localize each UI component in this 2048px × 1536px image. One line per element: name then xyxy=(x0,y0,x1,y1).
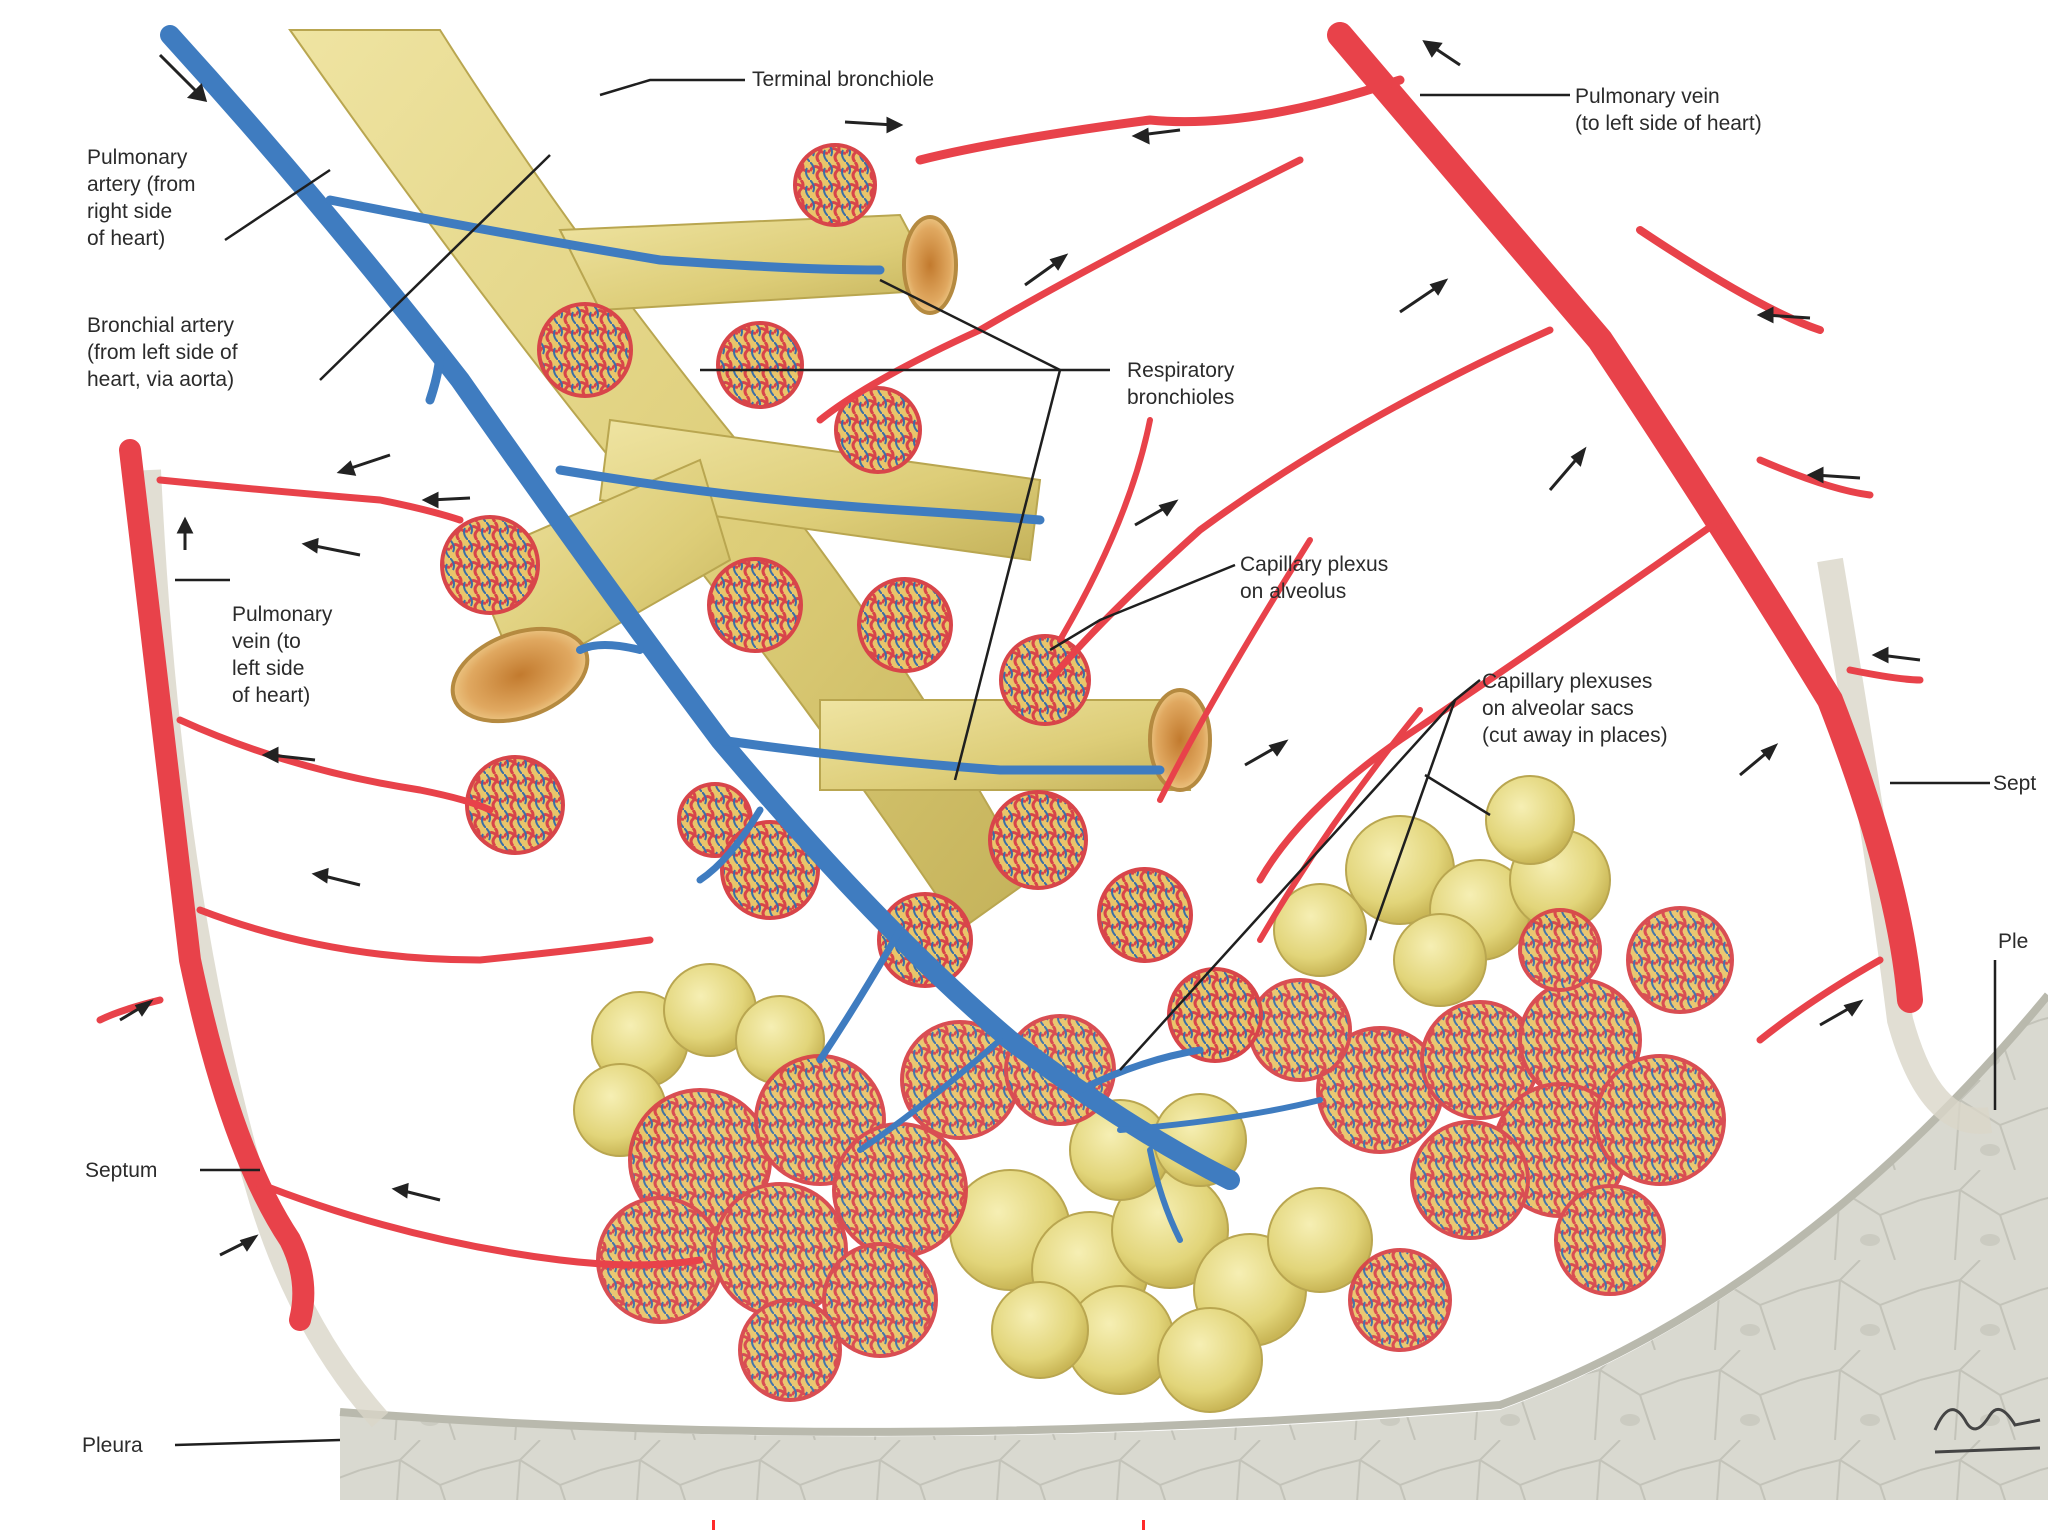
label-pulmonary-artery: Pulmonary artery (from right side of hea… xyxy=(87,146,196,250)
label-bronchial-artery: Bronchial artery (from left side of hear… xyxy=(87,314,238,391)
pleura-tissue xyxy=(340,1000,2048,1500)
label-pleura-bottom: Pleura xyxy=(82,1434,143,1457)
alveolar-sacs xyxy=(573,775,1734,1413)
flow-arrows xyxy=(119,40,1921,1257)
red-mark-right xyxy=(1142,1520,1145,1530)
label-capillary-plexus-alveolus: Capillary plexus on alveolus xyxy=(1240,553,1389,603)
label-pleura-right: Ple xyxy=(1998,930,2029,953)
artist-signature xyxy=(1933,1407,2041,1454)
label-capillary-plexuses-sacs: Capillary plexuses on alveolar sacs (cut… xyxy=(1482,670,1668,747)
pulmonary-artery xyxy=(160,25,1323,1243)
label-pulmonary-vein-left: Pulmonary vein (to left side of heart) xyxy=(232,603,333,707)
alveoli-capillary-plexus xyxy=(440,143,1263,1063)
septum-right xyxy=(1817,557,1993,1134)
label-septum-right: Sept xyxy=(1993,772,2037,795)
pulmonary-vein-right xyxy=(1327,22,1923,1013)
label-respiratory-bronchioles: Respiratory bronchioles xyxy=(1127,359,1235,409)
pleura-edge xyxy=(339,992,2048,1436)
label-septum-left: Septum xyxy=(85,1159,158,1182)
label-terminal-bronchiole: Terminal bronchiole xyxy=(752,68,935,91)
label-pulmonary-vein-top: Pulmonary vein (to left side of heart) xyxy=(1575,85,1762,135)
red-mark-left xyxy=(712,1520,715,1530)
leader-lines xyxy=(174,78,1997,1447)
pulmonary-veins xyxy=(96,22,1924,1331)
pulmonary-vein-left xyxy=(119,439,315,1331)
